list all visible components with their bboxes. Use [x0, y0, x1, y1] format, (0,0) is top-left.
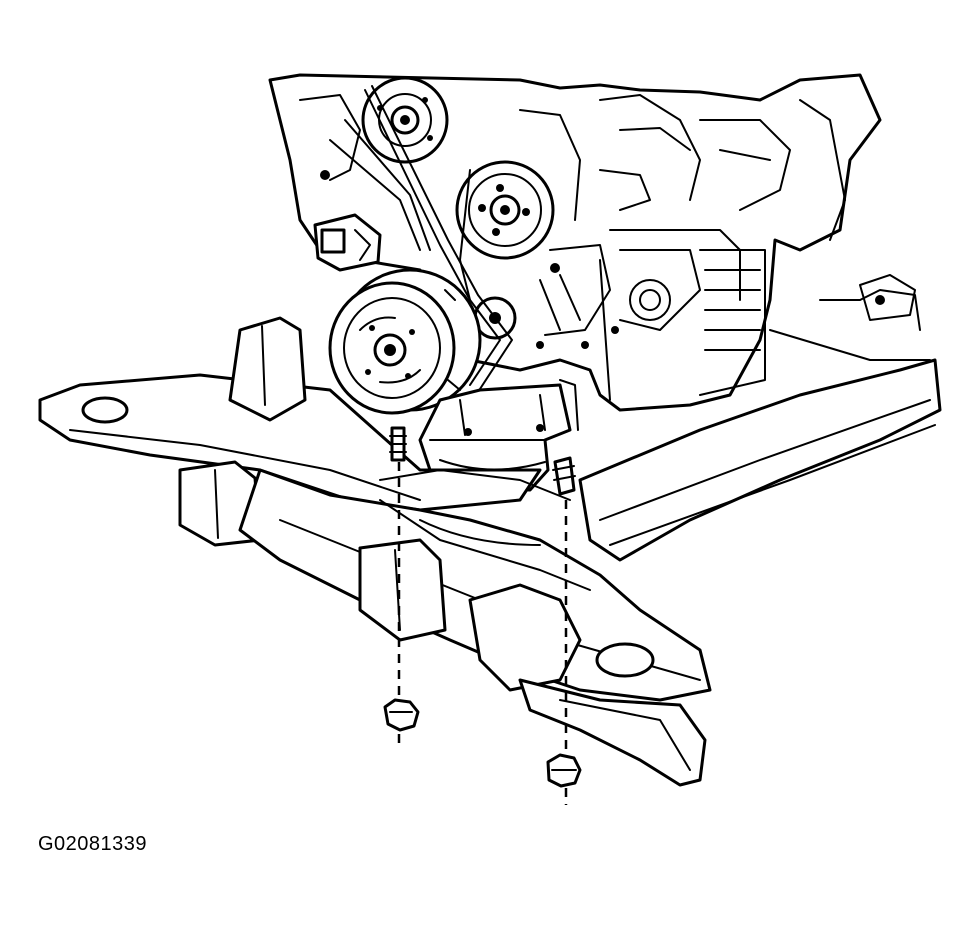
mount-stud-right [552, 456, 576, 496]
engine-mount [418, 379, 579, 492]
engine-cradle [38, 274, 942, 787]
mount-stud-left [389, 426, 407, 462]
drive-belt [364, 85, 513, 393]
ac-compressor-pulley [328, 268, 482, 415]
mount-nut-left [383, 698, 420, 732]
figure-code: G02081339 [38, 833, 148, 855]
water-pump-pulley [455, 160, 555, 260]
mount-nut-right [546, 753, 582, 788]
upper-pulley [361, 76, 449, 164]
tensioner [313, 213, 382, 272]
